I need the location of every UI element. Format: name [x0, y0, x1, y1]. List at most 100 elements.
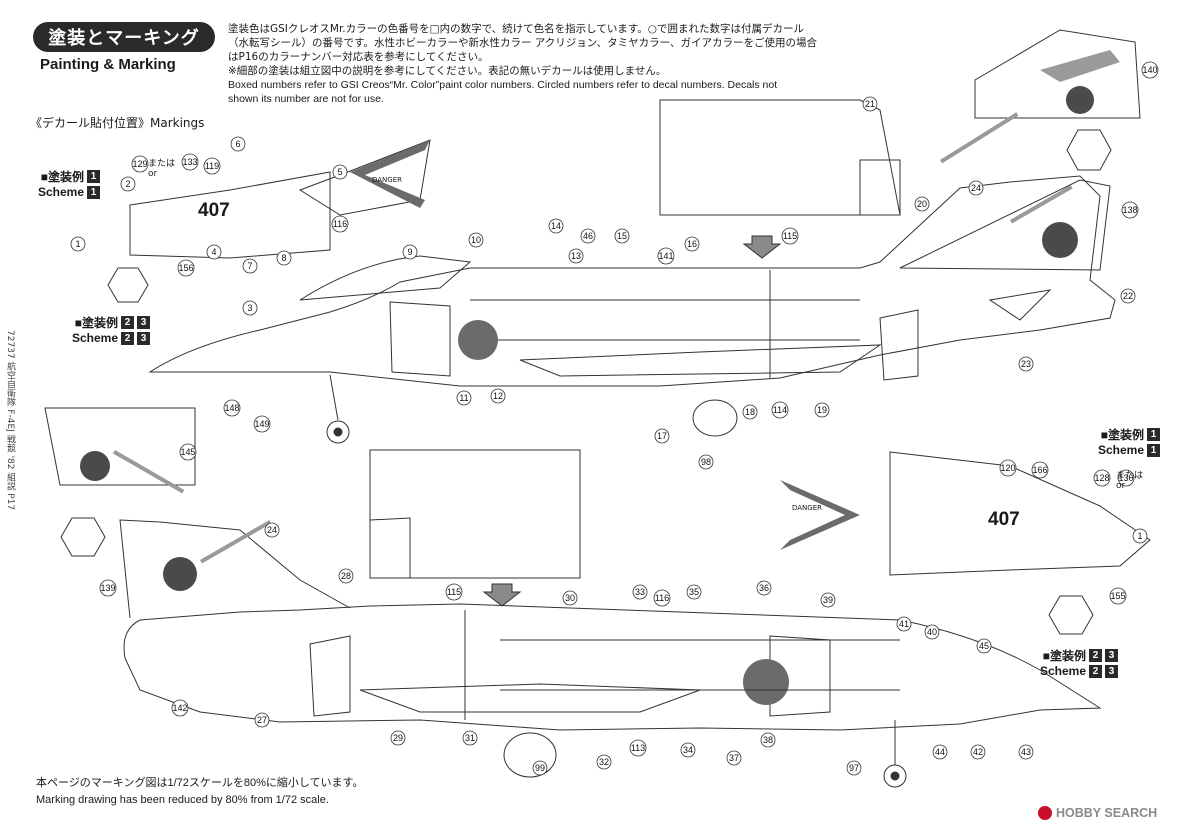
decal-callout-circle: [629, 739, 647, 757]
decal-callout-circle: [70, 236, 86, 252]
decal-number: 149: [254, 419, 269, 429]
scheme-num: 3: [137, 316, 151, 329]
decal-callout-circle: [445, 583, 463, 601]
decal-callout-circle: [179, 443, 197, 461]
decal-number: 6: [235, 139, 240, 149]
scheme-num: 2: [1089, 664, 1103, 678]
side-catalog-code: 72737 航空自衛隊 F-4EJ 戦競 '82 組説 P17: [5, 330, 15, 511]
decal-number: 145: [180, 447, 195, 457]
top-detail-window: [659, 99, 901, 216]
decal-callout-circle: [331, 215, 349, 233]
decal-number: 33: [635, 587, 645, 597]
bottom-tail-panels: [309, 635, 351, 717]
intro-line-en: Boxed numbers refer to GSI Creos“Mr. Col…: [228, 79, 778, 91]
decal-callout-circle: [1121, 201, 1139, 219]
decal-number: 45: [979, 641, 989, 651]
decal-callout-circle: [532, 760, 548, 776]
decal-callout-circle: [862, 96, 878, 112]
decal-callout-circle: [206, 244, 222, 260]
decal-callout-circle: [580, 228, 596, 244]
bottom-nose-detail: [889, 451, 1151, 576]
decal-callout-circle: [1120, 288, 1136, 304]
decal-number: 35: [689, 587, 699, 597]
scheme-num: 1: [1147, 443, 1161, 457]
section-title: 塗装とマーキング: [33, 22, 215, 52]
danger-chevron-bottom: [780, 480, 860, 550]
decal-callout-circle: [332, 164, 348, 180]
intro-line: はP16のカラーナンバー対応表を参考にしてください。: [228, 51, 489, 63]
decal-number: 116: [333, 219, 347, 229]
instructions-text: 塗装色はGSIクレオスMr.カラーの色番号を□内の数字で、続けて色名を指示してい…: [228, 22, 848, 106]
markings-heading: 《デカール貼付位置》Markings: [30, 116, 205, 130]
scheme-num: 1: [1147, 428, 1161, 441]
scheme-jp: ■塗装例: [1042, 649, 1087, 663]
decal-callout-circle: [657, 247, 675, 265]
decal-callout-circle: [914, 196, 930, 212]
bottom-tank-nose: [503, 732, 557, 778]
decal-callout-circle: [771, 401, 789, 419]
decal-number: 1: [75, 239, 80, 249]
scheme-num: 1: [87, 185, 101, 199]
scheme-num: 2: [121, 316, 135, 329]
tail-emblem-bottom: [163, 557, 197, 591]
top-nose-detail: [129, 171, 331, 259]
decal-callout-circle: [680, 742, 696, 758]
decal-callout-circle: [254, 712, 270, 728]
down-arrow-top: [742, 235, 782, 259]
left-tail-detail: [44, 407, 196, 486]
decal-callout-circle: [596, 754, 612, 770]
top-intake: [389, 301, 451, 377]
danger-label-top: DANGER: [372, 176, 403, 184]
decal-number: 156: [178, 263, 193, 273]
scheme-num: 3: [1105, 649, 1119, 662]
decal-number: 14: [551, 221, 561, 231]
decal-callout-circle: [120, 176, 136, 192]
decal-number: 24: [267, 525, 277, 535]
scheme-num: 1: [87, 170, 101, 183]
decal-callout-circle: [653, 589, 671, 607]
decal-number: 12: [493, 391, 503, 401]
footer-en: Marking drawing has been reduced by 80% …: [36, 794, 329, 806]
or-jp: または: [148, 159, 176, 169]
decal-number: 29: [393, 733, 403, 743]
decal-number: 32: [599, 757, 609, 767]
decal-callout-circle: [684, 236, 700, 252]
decal-callout-circle: [1093, 469, 1111, 487]
decal-number: 18: [745, 407, 755, 417]
decal-callout-circle: [548, 218, 564, 234]
decal-number: 34: [683, 745, 693, 755]
decal-number: 141: [658, 251, 673, 261]
tail-detail-2: [899, 179, 1111, 271]
decal-callout-circle: [781, 227, 799, 245]
bottom-aircraft-outline: [123, 603, 1102, 731]
decal-number: 41: [899, 619, 909, 629]
decal-callout-circle: [338, 568, 354, 584]
decal-number: 97: [849, 763, 859, 773]
decal-number: 140: [1142, 65, 1157, 75]
scheme-jp: ■塗装例: [40, 170, 85, 184]
decal-number: 24: [971, 183, 981, 193]
decal-callout-circle: [698, 454, 714, 470]
top-right-tail-detail: [974, 29, 1141, 119]
decal-number: 142: [172, 703, 187, 713]
intro-line: ※細部の塗装は組立図中の説明を参考にしてください。表記の無いデカールは使用しませ…: [228, 65, 667, 77]
decal-callout-circle: [820, 592, 836, 608]
decal-number: 15: [617, 231, 627, 241]
hex-badge-bottom-right: [1048, 595, 1094, 635]
decal-number: 2: [125, 179, 130, 189]
decal-callout-circle: [1117, 469, 1135, 487]
decal-number: 166: [1032, 465, 1047, 475]
decal-callout-circle: [230, 136, 246, 152]
decal-callout-circle: [456, 390, 472, 406]
decal-number: 113: [631, 743, 645, 753]
decal-callout-circle: [686, 584, 702, 600]
decal-number: 114: [773, 405, 787, 415]
hex-badge-left: [60, 517, 106, 557]
decal-number: 99: [535, 763, 545, 773]
decal-callout-circle: [171, 699, 189, 717]
